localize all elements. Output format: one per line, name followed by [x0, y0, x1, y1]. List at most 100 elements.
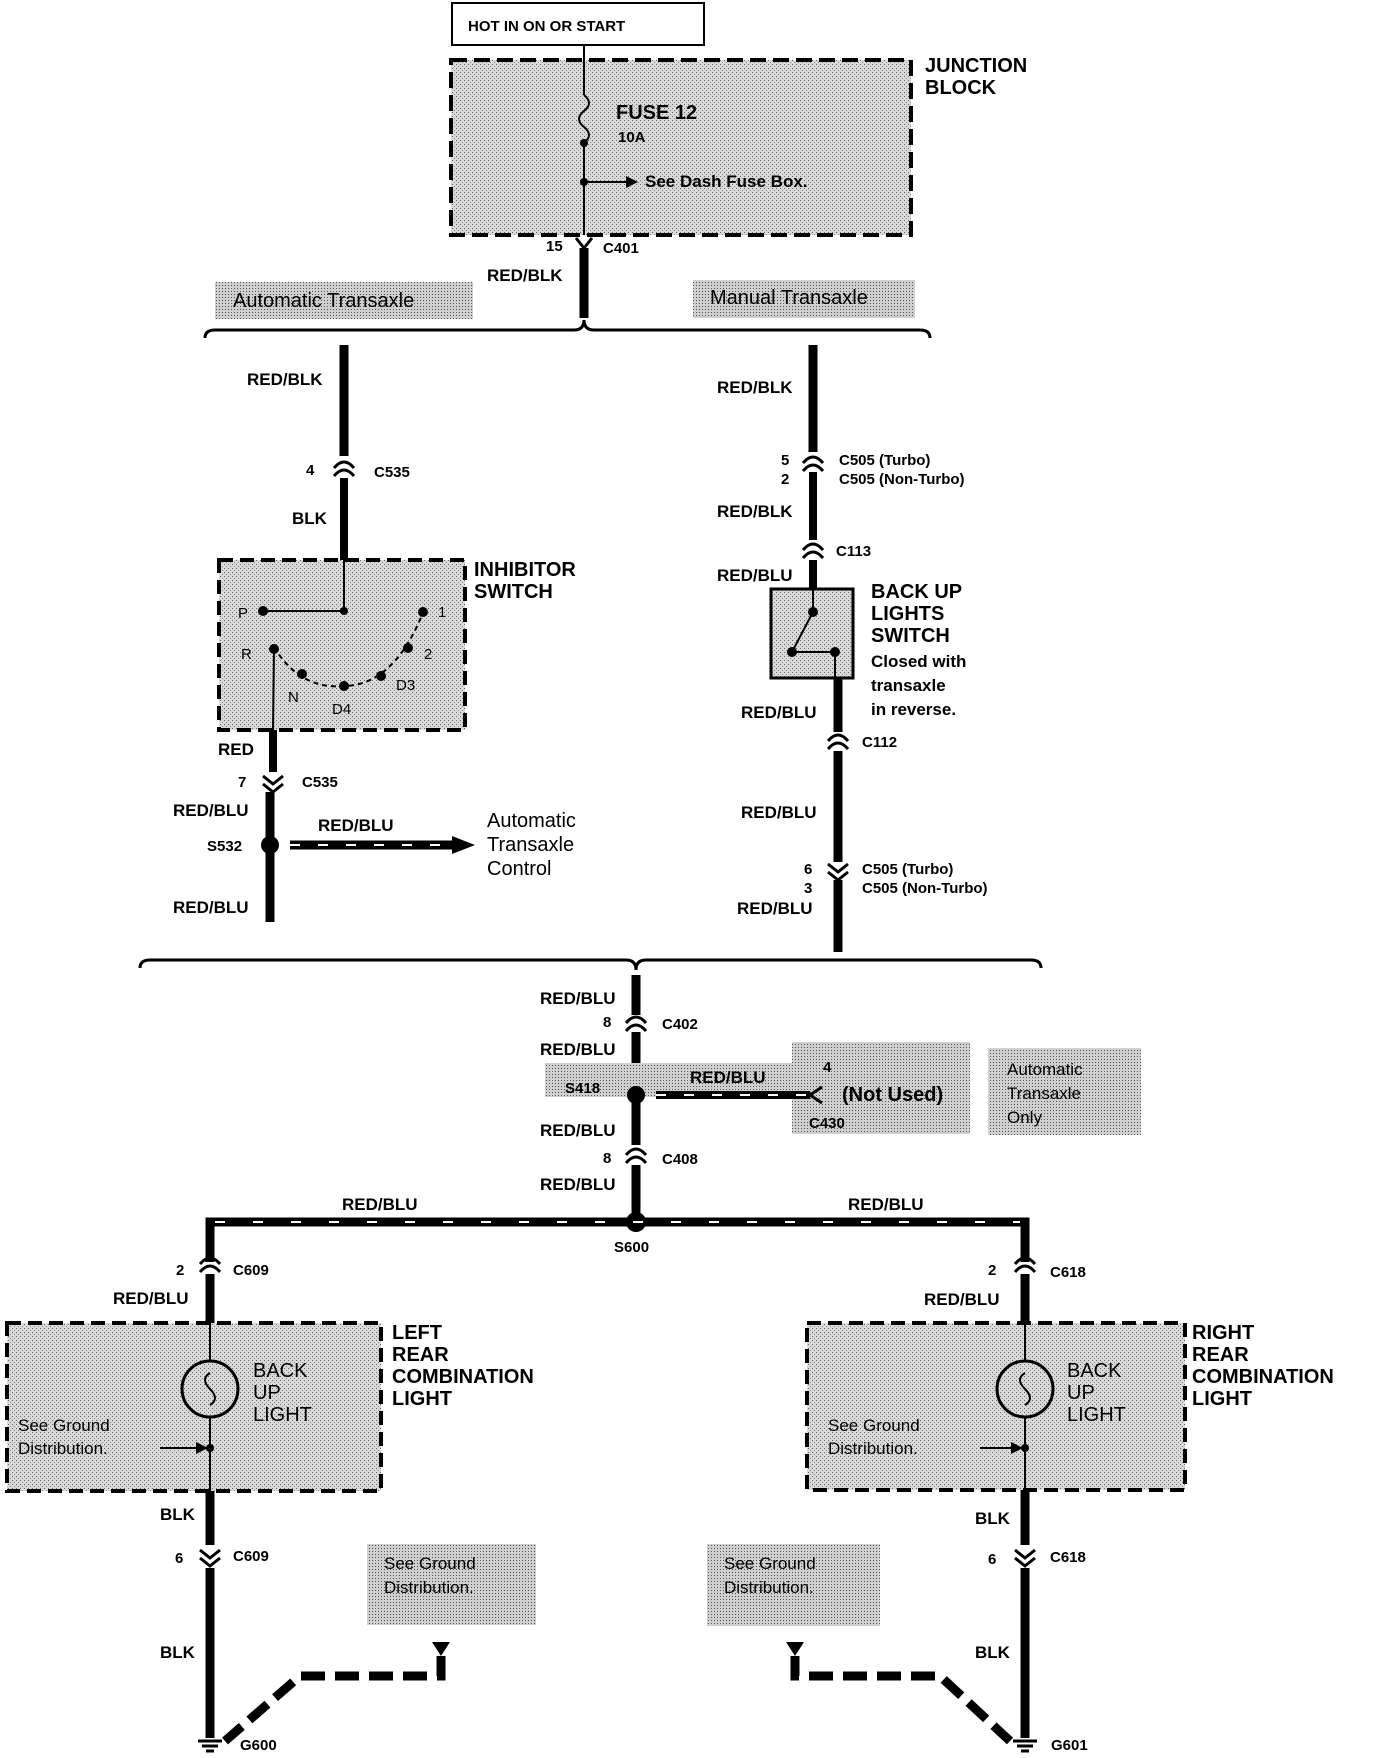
inhibitor-switch — [217, 558, 467, 732]
c505-name-2: C505 (Non-Turbo) — [839, 471, 965, 488]
left-wire-label-3: BLK — [160, 1643, 196, 1662]
left-wire-label-1: RED/BLU — [113, 1289, 189, 1308]
switch-title-1: BACK UP — [871, 581, 962, 603]
c401-pin: 15 — [546, 238, 563, 255]
c402-pin: 8 — [603, 1014, 611, 1031]
position-r: R — [241, 646, 252, 663]
c505b-name-1: C505 (Turbo) — [862, 861, 953, 878]
left-bulb-2: UP — [253, 1382, 281, 1404]
right-see-2: Distribution. — [724, 1578, 814, 1597]
splice-s532-wire: RED/BLU — [318, 816, 394, 835]
c609-name: C609 — [233, 1262, 269, 1279]
manual-wire-label-2: RED/BLK — [717, 502, 793, 521]
c609b-name: C609 — [233, 1548, 269, 1565]
left-title-3: COMBINATION — [392, 1366, 534, 1388]
connector-c402 — [624, 1015, 648, 1025]
left-ground-path — [222, 1656, 446, 1745]
c609-pin: 2 — [176, 1262, 184, 1279]
position-d4: D4 — [332, 701, 351, 718]
auto-wire-label-4: RED/BLU — [173, 801, 249, 820]
c505b-name-2: C505 (Non-Turbo) — [862, 880, 988, 897]
manual-wire-label-1: RED/BLK — [717, 378, 793, 397]
arrow-icon — [626, 176, 638, 188]
junction-block-title-1: JUNCTION — [925, 55, 1027, 77]
c430-pin: 4 — [823, 1059, 832, 1076]
connector-c113 — [801, 542, 825, 552]
splice-s600-label: S600 — [614, 1239, 649, 1256]
c618-pin: 2 — [988, 1262, 996, 1279]
fuse-reference: See Dash Fuse Box. — [645, 172, 808, 191]
c505-pin-2: 2 — [781, 471, 789, 488]
right-see-1: See Ground — [724, 1554, 816, 1573]
right-gnd-1: See Ground — [828, 1416, 920, 1435]
wire-label-right: RED/BLU — [848, 1195, 924, 1214]
c430-not-used: (Not Used) — [842, 1084, 943, 1106]
right-bulb-3: LIGHT — [1067, 1404, 1126, 1426]
arrow-icon — [452, 836, 475, 854]
splice-s418-label: S418 — [565, 1080, 600, 1097]
left-bulb-3: LIGHT — [253, 1404, 312, 1426]
manual-branch-box — [693, 280, 915, 318]
c112-label: C112 — [862, 734, 897, 751]
switch-note-1: Closed with — [871, 652, 966, 671]
position-n: N — [288, 689, 299, 706]
left-gnd-1: See Ground — [18, 1416, 110, 1435]
left-see-1: See Ground — [384, 1554, 476, 1573]
left-bulb-1: BACK — [253, 1360, 308, 1382]
right-gnd-2: Distribution. — [828, 1439, 918, 1458]
switch-note-3: in reverse. — [871, 700, 956, 719]
wire-label-left: RED/BLU — [342, 1195, 418, 1214]
splice-s532-label: S532 — [207, 838, 242, 855]
connector-c430 — [807, 1085, 823, 1105]
center-wire-label-1: RED/BLU — [540, 989, 616, 1008]
right-rear-combination-light — [805, 1321, 1187, 1492]
manual-wire-label-4: RED/BLU — [741, 703, 817, 722]
auto-only-1: Automatic — [1007, 1060, 1083, 1079]
manual-branch-label: Manual Transaxle — [710, 287, 868, 309]
c113-label: C113 — [836, 543, 871, 560]
c618b-name: C618 — [1050, 1549, 1086, 1566]
atc-label-1: Automatic — [487, 810, 576, 832]
right-ground-path — [790, 1656, 1014, 1745]
right-title-2: REAR — [1192, 1344, 1249, 1366]
branch-bracket-top — [203, 319, 932, 339]
connector-c609-top — [198, 1256, 222, 1266]
left-title-1: LEFT — [392, 1322, 442, 1344]
right-see-ground-box — [707, 1544, 880, 1626]
right-title-4: LIGHT — [1192, 1388, 1252, 1410]
ground-g601: G601 — [1051, 1737, 1088, 1754]
manual-wire-label-5: RED/BLU — [741, 803, 817, 822]
c618b-pin: 6 — [988, 1551, 996, 1568]
left-rear-combination-light — [5, 1321, 383, 1493]
c401-name: C401 — [603, 240, 639, 257]
left-see-2: Distribution. — [384, 1578, 474, 1597]
switch-note-2: transaxle — [871, 676, 946, 695]
switch-title-3: SWITCH — [871, 625, 950, 647]
auto-only-3: Only — [1007, 1108, 1042, 1127]
auto-wire-label-2: BLK — [292, 509, 328, 528]
splice-s532 — [261, 836, 279, 854]
inhibitor-title-1: INHIBITOR — [474, 559, 576, 581]
connector-c618-top — [1013, 1256, 1037, 1266]
ground-g600: G600 — [240, 1737, 277, 1754]
right-wire-label-2: BLK — [975, 1509, 1011, 1528]
connector-c618-bottom — [1014, 1548, 1036, 1560]
manual-wire-label-6: RED/BLU — [737, 899, 813, 918]
switch-title-2: LIGHTS — [871, 603, 944, 625]
connector-c535-bottom — [262, 774, 284, 786]
power-source-box — [451, 2, 705, 46]
branch-bracket-bottom — [138, 958, 1043, 971]
connector-c408 — [624, 1147, 648, 1157]
connector-c505-top — [801, 455, 825, 465]
center-wire-label-3: RED/BLU — [540, 1121, 616, 1140]
c505-name-1: C505 (Turbo) — [839, 452, 930, 469]
junction-block-title-2: BLOCK — [925, 77, 997, 99]
c505b-pin-2: 3 — [804, 880, 812, 897]
connector-c112 — [826, 733, 850, 743]
right-title-1: RIGHT — [1192, 1322, 1254, 1344]
arrow-icon — [1011, 1442, 1023, 1454]
c535-pin: 4 — [306, 462, 315, 479]
auto-wire-label-1: RED/BLK — [247, 370, 323, 389]
connector-c609-bottom — [199, 1548, 221, 1560]
center-wire-label-4: RED/BLU — [540, 1175, 616, 1194]
